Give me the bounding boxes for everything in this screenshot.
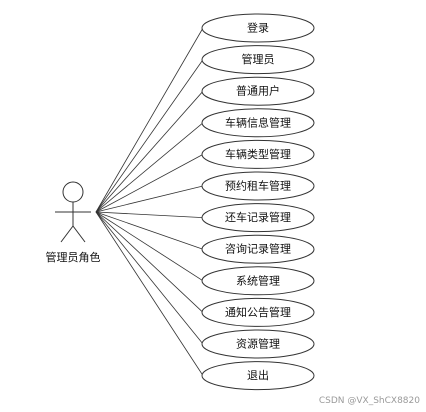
use-case-ellipse [201,297,315,327]
association-line [95,154,204,213]
association-line [95,211,204,345]
association-lines [95,27,204,376]
use-case: 车辆信息管理 [201,108,315,138]
use-case-ellipse [201,108,315,138]
use-case-label: 管理员 [242,52,275,66]
actor-label: 管理员角色 [46,250,101,264]
use-case: 登录 [201,13,315,43]
actor-left-leg [60,225,74,243]
use-case: 管理员 [201,45,315,75]
use-case-ellipse [201,76,315,106]
use-case: 咨询记录管理 [201,234,315,264]
use-case-label: 普通用户 [236,84,280,98]
use-case-ellipse [201,171,315,201]
use-case-label: 车辆信息管理 [225,115,291,129]
association-line [95,27,204,213]
use-case-label: 登录 [247,21,269,35]
actor-right-leg [72,225,86,243]
use-case: 车辆类型管理 [201,139,315,169]
use-cases: 登录管理员普通用户车辆信息管理车辆类型管理预约租车管理还车记录管理咨询记录管理系… [201,13,315,391]
use-case: 还车记录管理 [201,203,315,233]
use-case-ellipse [201,139,315,169]
use-case: 退出 [201,361,315,391]
use-case-label: 系统管理 [236,273,280,287]
use-case-ellipse [201,266,315,296]
association-line [95,211,204,282]
use-case-ellipse [201,329,315,359]
association-line [95,211,204,376]
use-case-label: 资源管理 [236,337,280,351]
use-case: 系统管理 [201,266,315,296]
association-line [95,211,204,250]
use-case-label: 通知公告管理 [225,305,291,319]
association-line [95,90,204,213]
use-case: 普通用户 [201,76,315,106]
watermark: CSDN @VX_ShCX8820 [318,396,420,406]
association-line [95,122,204,213]
use-case-ellipse [201,361,315,391]
use-case: 通知公告管理 [201,297,315,327]
association-line [95,211,204,313]
association-line [95,59,204,213]
use-case-label: 车辆类型管理 [225,147,291,161]
use-case-label: 咨询记录管理 [225,242,291,256]
use-case: 预约租车管理 [201,171,315,201]
use-case-label: 还车记录管理 [225,210,291,224]
actor: 管理员角色 [46,181,101,264]
use-case-ellipse [201,234,315,264]
use-case-label: 预约租车管理 [225,179,291,193]
actor-head [62,181,84,203]
use-case-ellipse [201,45,315,75]
use-case-ellipse [201,203,315,233]
use-case-label: 退出 [247,368,269,382]
use-case-ellipse [201,13,315,43]
use-case: 资源管理 [201,329,315,359]
association-line [95,211,204,218]
association-line [95,185,204,213]
